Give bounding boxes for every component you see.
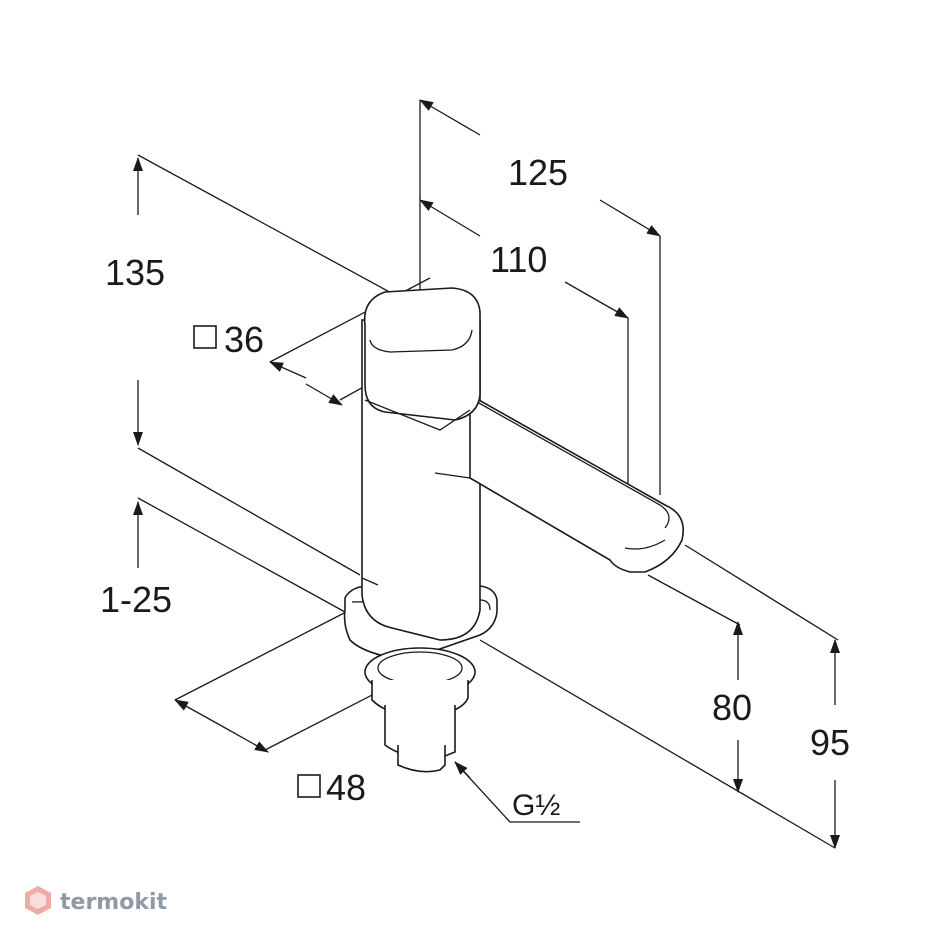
- dimension-lines: [133, 99, 840, 849]
- dim-connection-thread: G½: [512, 789, 560, 822]
- dim-body-square: 36: [224, 319, 264, 360]
- termokit-logo-icon: [25, 886, 51, 915]
- dim-mount-range: 1-25: [100, 579, 172, 620]
- dim-total-height: 135: [105, 252, 165, 293]
- dimension-labels: 125 110 135 36 1-25 48 G½ 80 95: [100, 152, 850, 822]
- dim-base-square: 48: [326, 767, 366, 808]
- square-symbol-36: [193, 325, 217, 349]
- watermark-text: termokit: [60, 890, 167, 915]
- dim-overall-height: 95: [810, 722, 850, 763]
- dim-total-length: 125: [508, 152, 568, 193]
- faucet-spout: [469, 393, 684, 573]
- watermark: termokit: [25, 886, 167, 915]
- square-symbol-48: [297, 774, 321, 798]
- dim-spout-length: 110: [490, 239, 547, 280]
- faucet-drawing: [343, 287, 684, 773]
- extension-lines: [137, 100, 839, 849]
- faucet-top-cap: [363, 287, 481, 421]
- dim-spout-height: 80: [712, 687, 752, 728]
